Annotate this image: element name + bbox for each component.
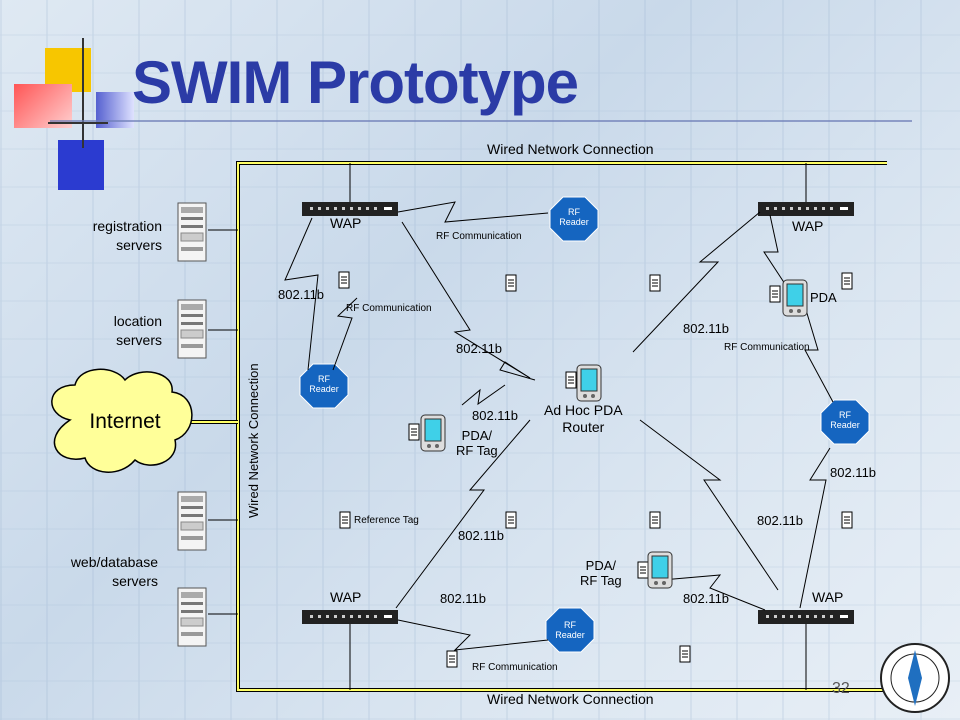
rf-tag-icon [679, 645, 691, 663]
wifi-label: 802.11b [278, 287, 325, 302]
webdb-servers-label: web/database servers [70, 554, 158, 589]
wap-bottom-left [302, 610, 398, 624]
rf-tag-icon [338, 271, 350, 289]
wifi-label: 802.11b [757, 513, 804, 528]
deco-blue-square [58, 140, 104, 190]
rf-comm-label-right: RF Communication [724, 342, 810, 353]
pda-rf-tag-icon [420, 414, 446, 452]
wap-label-bottom-right: WAP [812, 589, 844, 605]
rf-tag-icon [841, 511, 853, 529]
rf-tag-icon [637, 561, 649, 579]
title-rule [50, 120, 912, 122]
pda-label: PDA [810, 290, 837, 305]
rf-comm-label-top: RF Communication [436, 231, 522, 242]
deco-hline [48, 122, 108, 124]
rf-tag-icon [446, 650, 458, 668]
rf-comm-label-left: RF Communication [346, 303, 432, 314]
location-server-icon [177, 299, 207, 359]
wap-label-top-left: WAP [330, 215, 362, 231]
wired-label-bottom: Wired Network Connection [487, 691, 654, 707]
compass-logo [880, 643, 950, 713]
pda-rf-tag-label-left: PDA/ RF Tag [456, 428, 498, 458]
wifi-label: 802.11b [458, 528, 505, 543]
rf-tag-icon [505, 274, 517, 292]
database-server-icon [177, 587, 207, 647]
wifi-label: 802.11b [683, 591, 730, 606]
wifi-label: 802.11b [830, 465, 877, 480]
rf-tag-icon [565, 371, 577, 389]
rf-reader-label-top: RF Reader [559, 207, 589, 227]
web-server-icon [177, 491, 207, 551]
rf-reader-label-bottom: RF Reader [555, 620, 585, 640]
rf-tag-icon [649, 511, 661, 529]
wap-top-right [758, 202, 854, 216]
reference-tag-label: Reference Tag [354, 515, 419, 526]
wifi-label: 802.11b [683, 321, 730, 336]
rf-tag-icon [769, 285, 781, 303]
router-label: Ad Hoc PDA Router [544, 402, 623, 435]
pda-rf-tag-icon [647, 551, 673, 589]
rf-tag-icon [841, 272, 853, 290]
reference-tag-icon [339, 511, 351, 529]
rf-reader-label-right: RF Reader [830, 410, 860, 430]
rf-comm-label-bottom: RF Communication [472, 662, 558, 673]
wap-label-bottom-left: WAP [330, 589, 362, 605]
rf-tag-icon [505, 511, 517, 529]
wap-label-top-right: WAP [792, 218, 824, 234]
wap-top-left [302, 202, 398, 216]
router-pda-icon [576, 364, 602, 402]
wifi-label: 802.11b [456, 341, 503, 356]
wired-label-left: Wired Network Connection [246, 363, 261, 518]
rf-tag-icon [408, 423, 420, 441]
page-number: 32 [832, 680, 850, 697]
location-servers-label: location servers [113, 313, 162, 348]
registration-server-icon [177, 202, 207, 262]
wifi-label: 802.11b [440, 591, 487, 606]
registration-servers-label: registration servers [92, 218, 162, 253]
wifi-label: 802.11b [472, 408, 519, 423]
wap-bottom-right [758, 610, 854, 624]
rf-reader-label-left: RF Reader [309, 374, 339, 394]
wireless-links [284, 201, 834, 651]
slide-title: SWIM Prototype [132, 49, 579, 116]
internet-cloud [51, 368, 193, 473]
deco-vline [82, 38, 84, 148]
internet-label: Internet [89, 410, 161, 433]
pda-rf-tag-label-bottom: PDA/ RF Tag [580, 558, 622, 588]
rf-tag-icon [649, 274, 661, 292]
pda-icon [782, 279, 808, 317]
wired-label-top: Wired Network Connection [487, 141, 654, 157]
